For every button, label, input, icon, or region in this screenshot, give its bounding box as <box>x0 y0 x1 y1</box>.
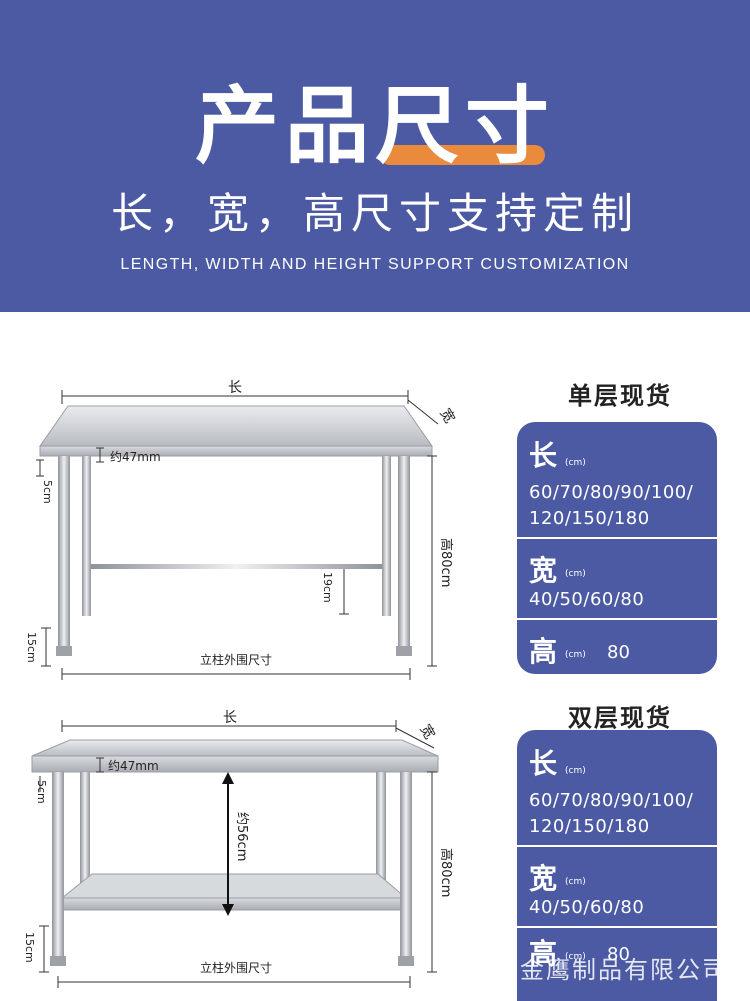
bottom-caption: 立柱外围尺寸 <box>200 652 272 667</box>
company-watermark: 金鹰制品有限公司 <box>520 956 728 984</box>
divider <box>517 845 717 847</box>
foot-height-label: 15cm <box>23 932 36 963</box>
length-label: 长 <box>223 710 237 726</box>
front-leg <box>58 456 70 652</box>
length-values-line2: 120/150/180 <box>529 508 650 529</box>
length-values-line2: 120/150/180 <box>529 816 650 837</box>
width-label: 宽 <box>437 406 459 427</box>
title-accent-underline <box>380 145 545 165</box>
height-label: 高80cm <box>438 848 454 897</box>
lower-shelf <box>60 873 408 899</box>
height-unit: (cm) <box>565 650 586 660</box>
top-thickness-label: 约47mm <box>108 758 159 773</box>
length-label: 长 <box>228 380 242 396</box>
width-key: 宽 <box>529 862 558 895</box>
single-layer-table-diagram: 长 宽 约47mm 5cm 19cm 高80cm 15cm 立柱外围尺寸 <box>25 380 459 680</box>
shelf-gap-label: 约56cm <box>234 812 249 861</box>
bottom-caption: 立柱外围尺寸 <box>200 960 272 975</box>
crossbar <box>91 564 382 569</box>
width-unit: (cm) <box>565 569 586 579</box>
height-key: 高 <box>529 937 558 970</box>
apron-height-label: 5cm <box>41 480 54 504</box>
width-label: 宽 <box>417 722 439 743</box>
tabletop <box>39 405 433 447</box>
foot-height-label: 15cm <box>25 632 38 663</box>
page-title: 产品尺寸 <box>194 77 555 175</box>
tabletop <box>31 739 439 757</box>
crossbar-height-label: 19cm <box>321 572 334 603</box>
length-unit: (cm) <box>565 458 586 468</box>
single-spec-card: 长 (cm) 60/70/80/90/100/ 120/150/180 宽 (c… <box>517 422 717 674</box>
width-dimension-line <box>407 399 439 425</box>
height-key: 高 <box>529 635 558 668</box>
length-key: 长 <box>529 747 558 780</box>
divider <box>517 618 717 620</box>
height-value: 80 <box>607 642 630 663</box>
front-leg <box>52 772 64 962</box>
length-unit: (cm) <box>565 766 586 776</box>
height-label: 高80cm <box>438 538 454 587</box>
length-values-line1: 60/70/80/90/100/ <box>529 790 694 811</box>
apron-height-label: 5cm <box>35 780 48 804</box>
header-banner: 产品尺寸 长，宽，高尺寸支持定制 LENGTH, WIDTH AND HEIGH… <box>0 0 750 312</box>
length-values-line1: 60/70/80/90/100/ <box>529 482 694 503</box>
top-thickness-label: 约47mm <box>110 449 161 464</box>
width-key: 宽 <box>529 554 558 587</box>
width-unit: (cm) <box>565 877 586 887</box>
height-value: 80 <box>607 944 630 965</box>
page-subtitle: 长，宽，高尺寸支持定制 <box>110 189 639 238</box>
double-spec-card: 长 (cm) 60/70/80/90/100/ 120/150/180 宽 (c… <box>517 730 717 1001</box>
english-subtitle: LENGTH, WIDTH AND HEIGHT SUPPORT CUSTOMI… <box>120 256 630 273</box>
height-unit: (cm) <box>565 952 586 962</box>
width-values: 40/50/60/80 <box>529 897 645 918</box>
single-stock-title: 单层现货 <box>568 382 672 410</box>
double-layer-table-diagram: 长 宽 约47mm 5cm 约56cm 高80cm 15cm 立柱外围尺寸 <box>23 710 454 988</box>
divider <box>517 537 717 539</box>
divider <box>517 926 717 928</box>
width-values: 40/50/60/80 <box>529 589 645 610</box>
length-key: 长 <box>529 439 558 472</box>
double-stock-title: 双层现货 <box>568 704 672 732</box>
